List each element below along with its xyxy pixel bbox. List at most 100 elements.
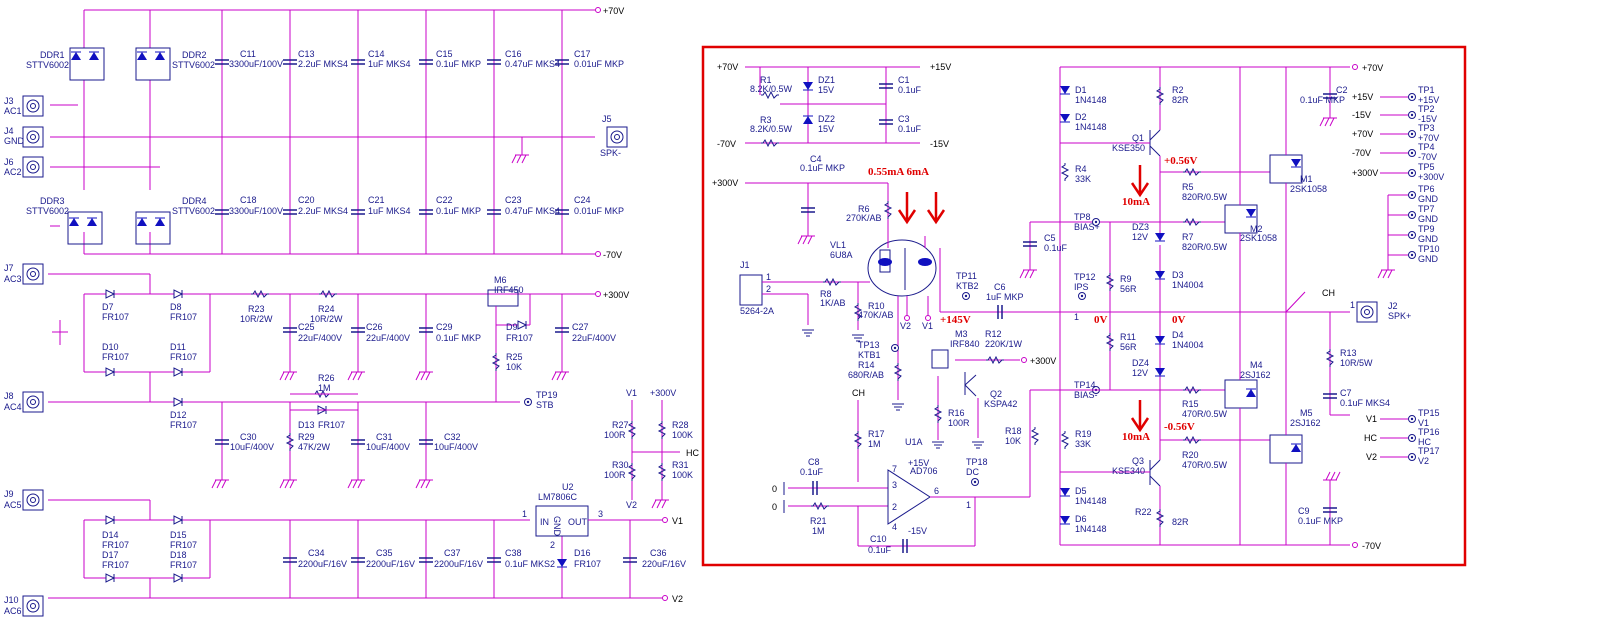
svg-text:0.1uF: 0.1uF [898, 85, 922, 95]
svg-text:C29: C29 [436, 322, 453, 332]
svg-text:+300V: +300V [650, 388, 676, 398]
svg-text:TP4: TP4 [1418, 142, 1435, 152]
svg-text:IN: IN [540, 517, 549, 527]
svg-text:R9: R9 [1120, 274, 1132, 284]
svg-text:R17: R17 [868, 429, 885, 439]
svg-text:1K/AB: 1K/AB [820, 298, 846, 308]
svg-text:1: 1 [522, 509, 527, 519]
svg-text:3300uF/100V: 3300uF/100V [229, 206, 283, 216]
svg-text:SPK+: SPK+ [1388, 311, 1411, 321]
svg-text:1N4148: 1N4148 [1075, 122, 1107, 132]
svg-text:C7: C7 [1340, 388, 1352, 398]
svg-text:M6: M6 [494, 275, 507, 285]
svg-text:LM7806C: LM7806C [538, 492, 578, 502]
svg-text:V2: V2 [626, 500, 637, 510]
svg-text:D13: D13 [298, 420, 315, 430]
svg-text:C35: C35 [376, 548, 393, 558]
svg-text:22uF/400V: 22uF/400V [366, 333, 410, 343]
svg-text:C36: C36 [650, 548, 667, 558]
svg-text:R8: R8 [820, 289, 832, 299]
svg-text:AC6: AC6 [4, 606, 22, 616]
svg-text:AC4: AC4 [4, 402, 22, 412]
svg-text:DZ4: DZ4 [1132, 358, 1149, 368]
svg-text:8.2K/0.5W: 8.2K/0.5W [750, 84, 793, 94]
plate-voltage-annotation: +145V [940, 314, 971, 326]
svg-text:Q3: Q3 [1132, 456, 1144, 466]
current-annotation-1: 10mA [1122, 196, 1150, 208]
output-zero-annotation-a: 0V [1094, 314, 1108, 326]
svg-text:2.2uF MKS4: 2.2uF MKS4 [298, 206, 348, 216]
svg-text:D18: D18 [170, 550, 187, 560]
svg-text:D17: D17 [102, 550, 119, 560]
svg-text:2.2uF MKS4: 2.2uF MKS4 [298, 59, 348, 69]
rail-p70-label: +70V [603, 6, 624, 16]
svg-text:HC: HC [1418, 437, 1431, 447]
svg-text:47K/2W: 47K/2W [298, 442, 331, 452]
svg-text:TP6: TP6 [1418, 184, 1435, 194]
svg-text:GND: GND [1418, 254, 1439, 264]
svg-text:10uF/400V: 10uF/400V [366, 442, 410, 452]
ddr2-ref: DDR2 [182, 50, 207, 60]
svg-text:-70V: -70V [717, 139, 736, 149]
svg-text:1: 1 [1074, 312, 1079, 322]
svg-text:TP10: TP10 [1418, 244, 1440, 254]
svg-text:C10: C10 [870, 534, 887, 544]
tube-current-annotation: 0.55mA 6mA [868, 166, 929, 178]
ddr3-ref: DDR3 [40, 196, 65, 206]
svg-text:D11: D11 [170, 342, 186, 352]
svg-text:R5: R5 [1182, 182, 1194, 192]
svg-text:0.1uF MKS2: 0.1uF MKS2 [505, 559, 555, 569]
svg-text:C4: C4 [810, 154, 822, 164]
svg-text:+70V: +70V [1418, 133, 1439, 143]
svg-text:6U8A: 6U8A [830, 250, 853, 260]
svg-text:15V: 15V [818, 85, 834, 95]
svg-text:100R: 100R [948, 418, 970, 428]
svg-text:680R/AB: 680R/AB [848, 370, 884, 380]
svg-text:BIAS-: BIAS- [1074, 390, 1098, 400]
svg-text:C25: C25 [298, 322, 315, 332]
svg-text:270K/AB: 270K/AB [846, 213, 882, 223]
svg-text:100K: 100K [672, 470, 693, 480]
svg-text:0.01uF MKP: 0.01uF MKP [574, 59, 624, 69]
svg-text:D3: D3 [1172, 270, 1184, 280]
svg-text:2: 2 [766, 284, 771, 294]
svg-text:0.1uF MKP: 0.1uF MKP [800, 163, 845, 173]
ddr4-ref: DDR4 [182, 196, 207, 206]
svg-text:Q2: Q2 [990, 389, 1002, 399]
svg-text:R21: R21 [810, 516, 827, 526]
svg-text:1: 1 [766, 272, 771, 282]
svg-text:R28: R28 [672, 420, 689, 430]
svg-text:R25: R25 [506, 352, 523, 362]
svg-text:C20: C20 [298, 195, 315, 205]
svg-text:SPK-: SPK- [600, 148, 621, 158]
svg-text:220K/1W: 220K/1W [985, 339, 1023, 349]
svg-text:-15V: -15V [930, 139, 949, 149]
svg-text:V2: V2 [900, 321, 911, 331]
svg-text:3300uF/100V: 3300uF/100V [229, 59, 283, 69]
svg-text:1N4148: 1N4148 [1075, 95, 1107, 105]
svg-text:C3: C3 [898, 114, 910, 124]
svg-text:R26: R26 [318, 373, 335, 383]
svg-text:V1: V1 [626, 388, 637, 398]
svg-text:FR107: FR107 [170, 312, 197, 322]
svg-text:FR107: FR107 [574, 559, 601, 569]
svg-text:0.1uF MKS4: 0.1uF MKS4 [1340, 398, 1390, 408]
svg-text:R19: R19 [1075, 429, 1092, 439]
svg-text:C13: C13 [298, 49, 315, 59]
svg-text:470K/AB: 470K/AB [858, 310, 894, 320]
svg-text:TP18: TP18 [966, 457, 988, 467]
svg-text:10R/2W: 10R/2W [240, 314, 273, 324]
svg-text:V2: V2 [1418, 456, 1429, 466]
amplifier-frame [701, 45, 1467, 567]
svg-text:C1: C1 [898, 75, 910, 85]
svg-text:+70V: +70V [717, 62, 738, 72]
svg-text:R27: R27 [612, 420, 629, 430]
svg-text:DZ2: DZ2 [818, 114, 835, 124]
svg-text:1: 1 [966, 500, 971, 510]
